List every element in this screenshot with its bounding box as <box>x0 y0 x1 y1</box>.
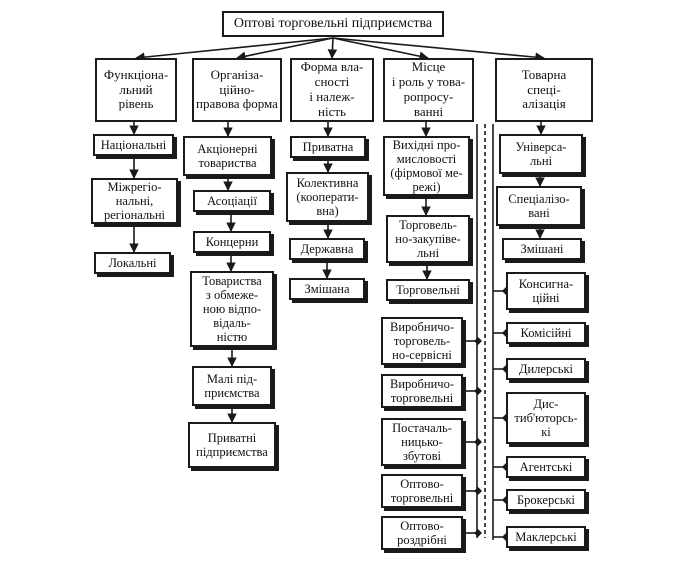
item-collective: Колективна (кооперати- вна) <box>286 172 369 222</box>
root-arrow <box>332 37 545 62</box>
item-trading: Торговельні <box>386 279 470 301</box>
item-universal: Універса- льні <box>499 134 583 174</box>
diamond-connector-icon <box>474 337 482 345</box>
item-mixed-specialization: Змішані <box>502 238 582 260</box>
subitem-wholesale-retail: Оптово- роздрібні <box>381 516 463 550</box>
item-mixed-ownership: Змішана <box>289 278 365 300</box>
item-associations: Асоціації <box>193 190 271 212</box>
header-functional-level: Функціона- льний рівень <box>95 58 177 122</box>
diamond-connector-icon <box>474 487 482 495</box>
header-place-role: Місце і роль у това- ропросу- ванні <box>383 58 474 122</box>
item-national: Національні <box>93 134 174 156</box>
subitem-agent: Агентські <box>506 456 586 478</box>
subitem-maker: Маклерські <box>506 526 586 548</box>
item-local: Локальні <box>94 252 171 274</box>
diamond-connector-icon <box>474 387 482 395</box>
item-private-enterprises: Приватні підприємства <box>188 422 276 468</box>
subitem-wholesale-trade: Оптово- торговельні <box>381 474 463 508</box>
subitem-production-trade-service: Виробничо- торговель- но-сервісні <box>381 317 463 365</box>
root-arrow <box>135 37 334 62</box>
item-outgoing-industry: Вихідні про- мисловості (фірмової ме- ре… <box>383 136 470 196</box>
item-specialized: Спеціалізо- вані <box>496 186 582 226</box>
root-arrow <box>332 37 429 61</box>
item-llc: Товариства з обмеже- ною відпо- відаль- … <box>190 271 274 347</box>
item-private: Приватна <box>290 136 366 158</box>
subitem-broker: Брокерські <box>506 489 586 511</box>
item-concerns: Концерни <box>193 231 271 253</box>
subitem-supply-sales: Постачаль- ницько- збутові <box>381 418 463 466</box>
item-interregional: Міжрегіо- нальні, регіональні <box>91 178 178 224</box>
root-arrow <box>236 37 334 61</box>
header-product-specialization: Товарна спеці- алізація <box>495 58 593 122</box>
header-ownership-form: Форма вла- сності і належ- ність <box>290 58 374 122</box>
item-state: Державна <box>289 238 365 260</box>
diamond-connector-icon <box>474 529 482 537</box>
subitem-production-trade: Виробничо- торговельні <box>381 374 463 408</box>
diamond-connector-icon <box>474 438 482 446</box>
item-small-enterprises: Малі під- приємства <box>192 366 272 406</box>
subitem-dealer: Дилерські <box>506 358 586 380</box>
item-joint-stock: Акціонерні товариства <box>183 136 272 176</box>
root-title-box: Оптові торговельні підприємства <box>222 11 444 37</box>
subitem-distributor: Дис- тиб'юторсь- кі <box>506 392 586 444</box>
header-legal-form: Організа- ційно- правова форма <box>192 58 282 122</box>
subitem-commission: Комісійні <box>506 322 586 344</box>
subitem-consignment: Консигна- ційні <box>506 272 586 310</box>
item-trade-procurement: Торговель- но-закупіве- льні <box>386 215 470 263</box>
root-arrow <box>327 37 338 59</box>
